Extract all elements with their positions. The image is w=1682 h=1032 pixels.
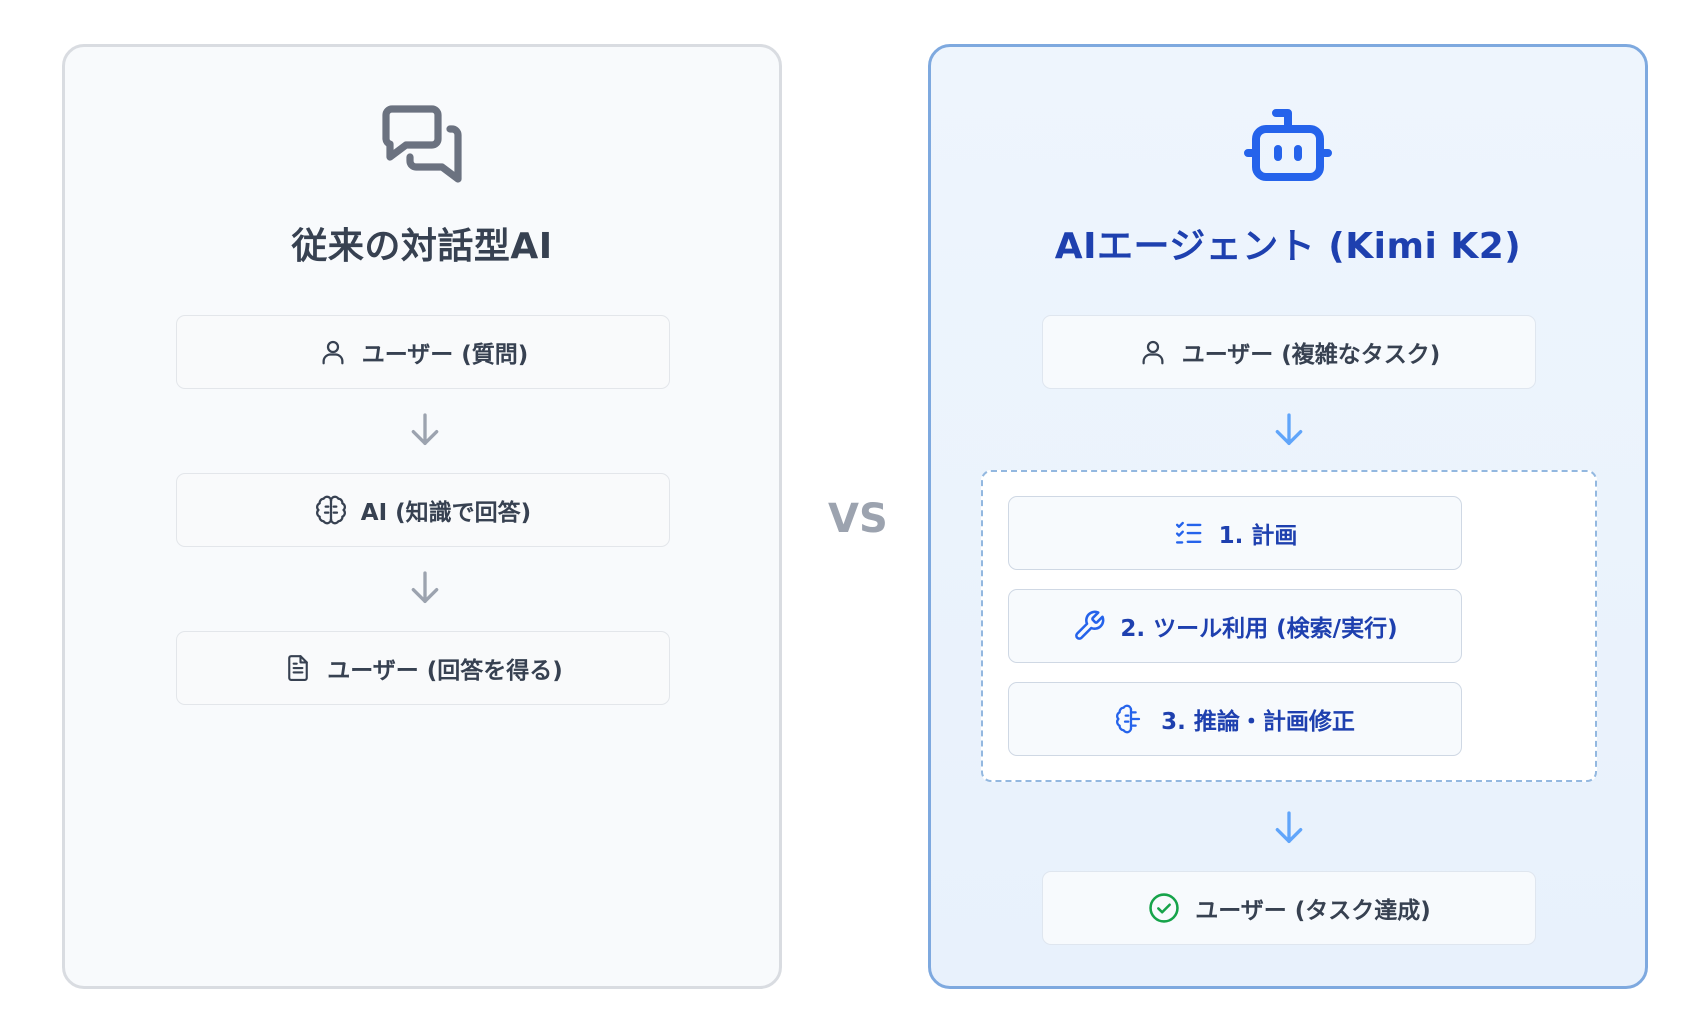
step-label: ユーザー (回答を得る) [327, 658, 563, 684]
flow-step-user-question: ユーザー (質問) [176, 315, 670, 389]
arrow-down-icon [411, 571, 439, 603]
flow-step-ai-answer: AI (知識で回答) [176, 473, 670, 547]
loop-step-plan: 1. 計画 [1008, 496, 1462, 570]
step-label: 1. 計画 [1218, 523, 1298, 549]
check-circle-icon [1147, 891, 1181, 925]
panel-title: AIエージェント (Kimi K2) [1054, 226, 1522, 267]
wrench-icon [1072, 609, 1106, 643]
step-label: 2. ツール利用 (検索/実行) [1120, 616, 1398, 642]
ai-agent-panel: AIエージェント (Kimi K2) ユーザー (複雑なタスク) 1. 計画 [928, 44, 1648, 989]
arrow-down-icon [1275, 811, 1303, 843]
step-label: AI (知識で回答) [360, 500, 532, 526]
vs-label: VS [828, 496, 888, 542]
loop-step-tool-use: 2. ツール利用 (検索/実行) [1008, 589, 1462, 663]
brain-icon [315, 494, 347, 526]
brain-icon [1115, 703, 1147, 735]
step-label: 3. 推論・計画修正 [1161, 709, 1355, 735]
loop-step-reasoning: 3. 推論・計画修正 [1008, 682, 1462, 756]
flow-step-user-answer: ユーザー (回答を得る) [176, 631, 670, 705]
flow-step-task-complete: ユーザー (タスク達成) [1042, 871, 1536, 945]
traditional-ai-panel: 従来の対話型AI ユーザー (質問) AI (知識で回答) [62, 44, 782, 989]
arrow-down-icon [1275, 413, 1303, 445]
arrow-down-icon [411, 413, 439, 445]
flow-step-user-task: ユーザー (複雑なタスク) [1042, 315, 1536, 389]
agent-loop-group: 1. 計画 2. ツール利用 (検索/実行) 3. 推論・計画修正 [981, 470, 1597, 782]
user-icon [1138, 337, 1168, 367]
panel-title: 従来の対話型AI [291, 226, 553, 267]
step-label: ユーザー (複雑なタスク) [1181, 342, 1441, 368]
step-label: ユーザー (タスク達成) [1195, 898, 1431, 924]
document-icon [283, 651, 313, 685]
checklist-icon [1173, 518, 1205, 548]
robot-icon [931, 97, 1645, 193]
chat-bubbles-icon [65, 97, 779, 193]
step-label: ユーザー (質問) [361, 342, 529, 368]
user-icon [318, 337, 348, 367]
